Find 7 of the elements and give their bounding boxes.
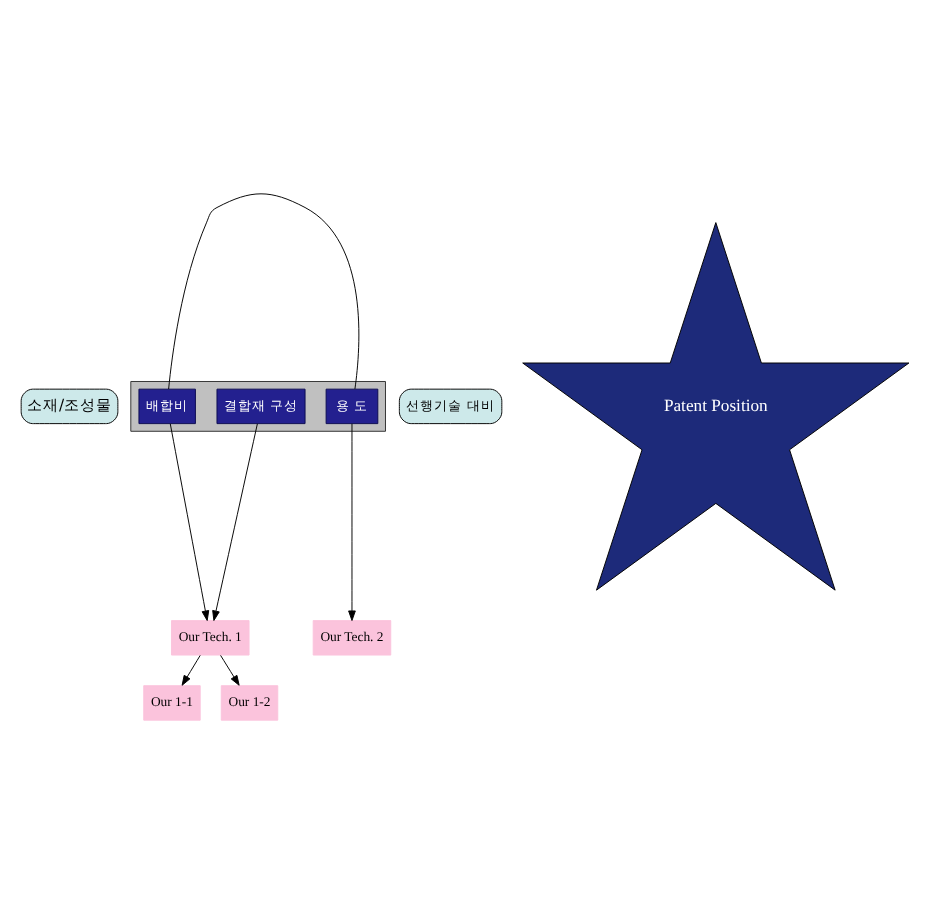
cluster — [130, 381, 386, 432]
connector — [168, 193, 360, 390]
arrow — [220, 654, 240, 686]
arrow — [181, 654, 201, 686]
arrow — [348, 423, 356, 621]
arrow — [212, 423, 258, 621]
arrow — [169, 423, 210, 621]
